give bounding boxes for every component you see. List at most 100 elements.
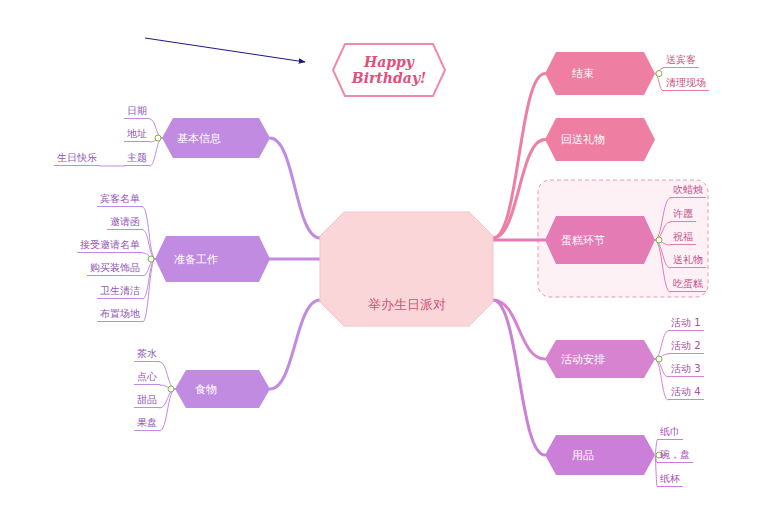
node-text: 祝福 [673,230,693,243]
subtopic-label: 碗，盘 [657,448,693,463]
subtopic-label: 送宾客 [663,53,699,68]
hexagon-shape [155,236,270,282]
branch-topic: 用品 [545,435,655,475]
node-text: 举办生日派对 [368,296,446,314]
node-text: 活动 2 [671,339,701,352]
icon-slot [598,441,628,469]
branch-topic: 结束 [545,52,655,95]
icon-slot [225,124,255,152]
node-text: 清理现场 [666,76,706,89]
central-topic: 举办生日派对 [320,212,493,326]
subtopic-label: 生日快乐 [54,151,100,166]
icon-slot [609,126,639,154]
sub-branch-line [143,207,155,259]
icon-slot [221,375,251,403]
node-text: 回送礼物 [561,132,605,147]
title-box: Happy Birthday! [333,44,445,96]
subtopic-label: 纸巾 [657,425,683,440]
node-text: 卫生清洁 [100,284,140,297]
subtopic-label: 活动 4 [668,385,704,400]
sub-branch-line [655,359,668,400]
subtopic-label: 邀请函 [107,215,143,230]
node-shape [545,52,655,95]
pointer-arrow [145,38,305,62]
hexagon-shape [175,370,270,408]
node-text: 食物 [195,382,217,397]
subtopic-label: 果盘 [134,416,160,431]
sub-branch-line [143,230,155,259]
subtopic-label: 吹蜡烛 [670,183,706,198]
node-text: 主题 [127,151,147,164]
sub-branch-line [100,166,124,167]
collapse-dot [656,71,662,77]
subtopic-label: 接受邀请名单 [77,238,143,253]
node-text: 用品 [572,448,594,463]
collapse-dot [656,356,662,362]
node-text: 准备工作 [174,252,218,267]
subtopic-label: 卫生清洁 [97,284,143,299]
subtopic-label: 购买装饰品 [87,261,143,276]
main-branch-line [270,138,320,238]
main-branch-line [270,258,320,261]
node-text: 日期 [127,104,147,117]
node-text: 宾客名单 [100,192,140,205]
node-text: Happy Birthday! [352,54,426,86]
hexagon-shape [162,118,270,158]
branch-topic: 蛋糕环节 [545,216,655,264]
subtopic-label: 清理现场 [663,76,709,91]
node-text: 点心 [137,370,157,383]
node-text: 接受邀请名单 [80,238,140,251]
node-text: 纸巾 [660,425,680,438]
subtopic-label: 活动 2 [668,339,704,354]
icon-slot [609,345,639,373]
main-branch-line [493,239,545,242]
icon-slot [222,245,252,273]
collapse-dot [656,237,662,243]
subtopic-label: 宾客名单 [97,192,143,207]
sub-branch-line [160,389,175,431]
node-text: 果盘 [137,416,157,429]
node-text: 送礼物 [673,253,703,266]
node-text: 碗，盘 [660,448,690,461]
node-text: 送宾客 [666,53,696,66]
collapse-dot [168,386,174,392]
hexagon-shape [545,118,655,161]
main-branch-line [493,74,545,239]
sub-branch-line [655,240,670,292]
node-text: 蛋糕环节 [561,233,605,248]
branch-topic: 活动安排 [545,340,655,378]
node-text: 甜品 [137,393,157,406]
main-branch-line [493,140,545,239]
hexagon-shape [545,52,655,95]
subtopic-label: 甜品 [134,393,160,408]
icon-slot [609,226,639,254]
node-text: 茶水 [137,347,157,360]
branch-topic: 食物 [175,370,270,408]
main-branch-line [270,300,320,389]
node-text: 吹蜡烛 [673,183,703,196]
octagon-shape [320,212,493,326]
node-shape [175,370,270,408]
subtopic-label: 吃蛋糕 [670,277,706,292]
node-text: 生日快乐 [57,151,97,164]
branch-topic: 回送礼物 [545,118,655,161]
hexagon-shape [333,44,445,96]
branch-topic: 准备工作 [155,236,270,282]
subtopic-label: 点心 [134,370,160,385]
subtopic-label: 送礼物 [670,253,706,268]
main-branch-line [493,300,545,359]
node-text: 基本信息 [177,131,221,146]
boundary-cloud [538,180,708,297]
subtopic-label: 布置场地 [97,307,143,322]
icon-slot [598,60,628,88]
node-text: 地址 [127,127,147,140]
subtopic-label: 祝福 [670,230,696,245]
node-text: 纸杯 [660,472,680,485]
node-text: 活动 4 [671,385,701,398]
node-text: 邀请函 [110,215,140,228]
hexagon-shape [545,435,655,475]
subtopic-label: 活动 1 [668,316,704,331]
node-text: 许愿 [673,207,693,220]
node-text: 吃蛋糕 [673,277,703,290]
